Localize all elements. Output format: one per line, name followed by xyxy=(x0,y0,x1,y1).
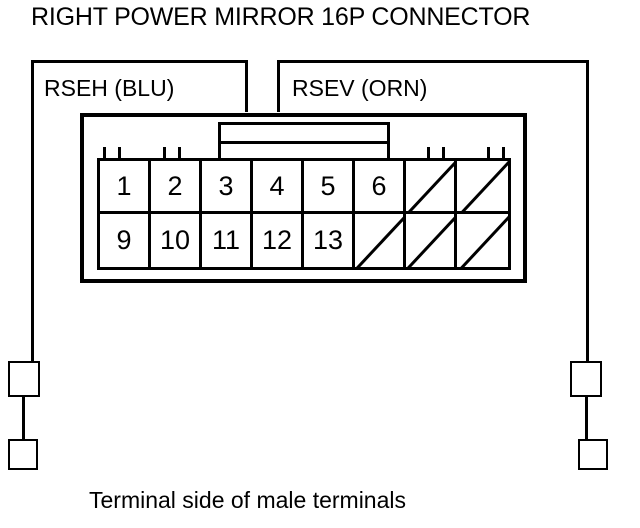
connector-latch-tab xyxy=(218,122,390,158)
leader-line-right xyxy=(586,112,589,361)
pin-cell-9: 9 xyxy=(100,214,151,267)
pin-cell-unused xyxy=(406,161,457,214)
pin-number: 6 xyxy=(371,170,387,201)
pin-number: 2 xyxy=(167,170,183,201)
terminal-symbol-left-tip xyxy=(8,439,38,470)
terminal-symbol-right-body xyxy=(570,361,602,397)
pin-cell-12: 12 xyxy=(253,214,304,267)
callout-box-rsev xyxy=(277,60,589,112)
terminal-symbol-right-tip xyxy=(578,439,608,470)
pin-number: 11 xyxy=(211,225,241,255)
pin-number: 13 xyxy=(312,225,344,255)
callout-box-rseh xyxy=(31,60,248,112)
pin-number: 12 xyxy=(261,225,293,255)
pin-cell-unused xyxy=(406,214,457,267)
pin-cell-unused xyxy=(457,214,508,267)
diagram-title: RIGHT POWER MIRROR 16P CONNECTOR xyxy=(31,3,531,31)
pin-cell-10: 10 xyxy=(151,214,202,267)
terminal-symbol-left-lead xyxy=(22,397,25,440)
pin-cell-6: 6 xyxy=(355,161,406,214)
pin-number: 10 xyxy=(159,225,191,255)
terminal-symbol-right-lead xyxy=(585,397,588,440)
diagram-caption: Terminal side of male terminals xyxy=(89,487,407,513)
pin-cell-4: 4 xyxy=(253,161,304,214)
connector-latch-bar xyxy=(221,141,387,144)
pin-number: 1 xyxy=(116,170,132,201)
pin-cell-13: 13 xyxy=(304,214,355,267)
pin-cell-2: 2 xyxy=(151,161,202,214)
pin-number: 3 xyxy=(218,170,234,201)
pin-cell-5: 5 xyxy=(304,161,355,214)
pin-cell-11: 11 xyxy=(202,214,253,267)
pin-cell-unused xyxy=(355,214,406,267)
pin-number: 9 xyxy=(116,225,132,255)
pin-cell-1: 1 xyxy=(100,161,151,214)
leader-line-left xyxy=(31,112,34,361)
callout-label-rsev: RSEV (ORN) xyxy=(292,75,428,101)
pin-cell-3: 3 xyxy=(202,161,253,214)
pin-number: 5 xyxy=(320,170,336,201)
pin-number: 4 xyxy=(269,170,285,201)
callout-label-rseh: RSEH (BLU) xyxy=(44,75,175,101)
pin-cell-unused xyxy=(457,161,508,214)
terminal-symbol-left-body xyxy=(8,361,40,397)
